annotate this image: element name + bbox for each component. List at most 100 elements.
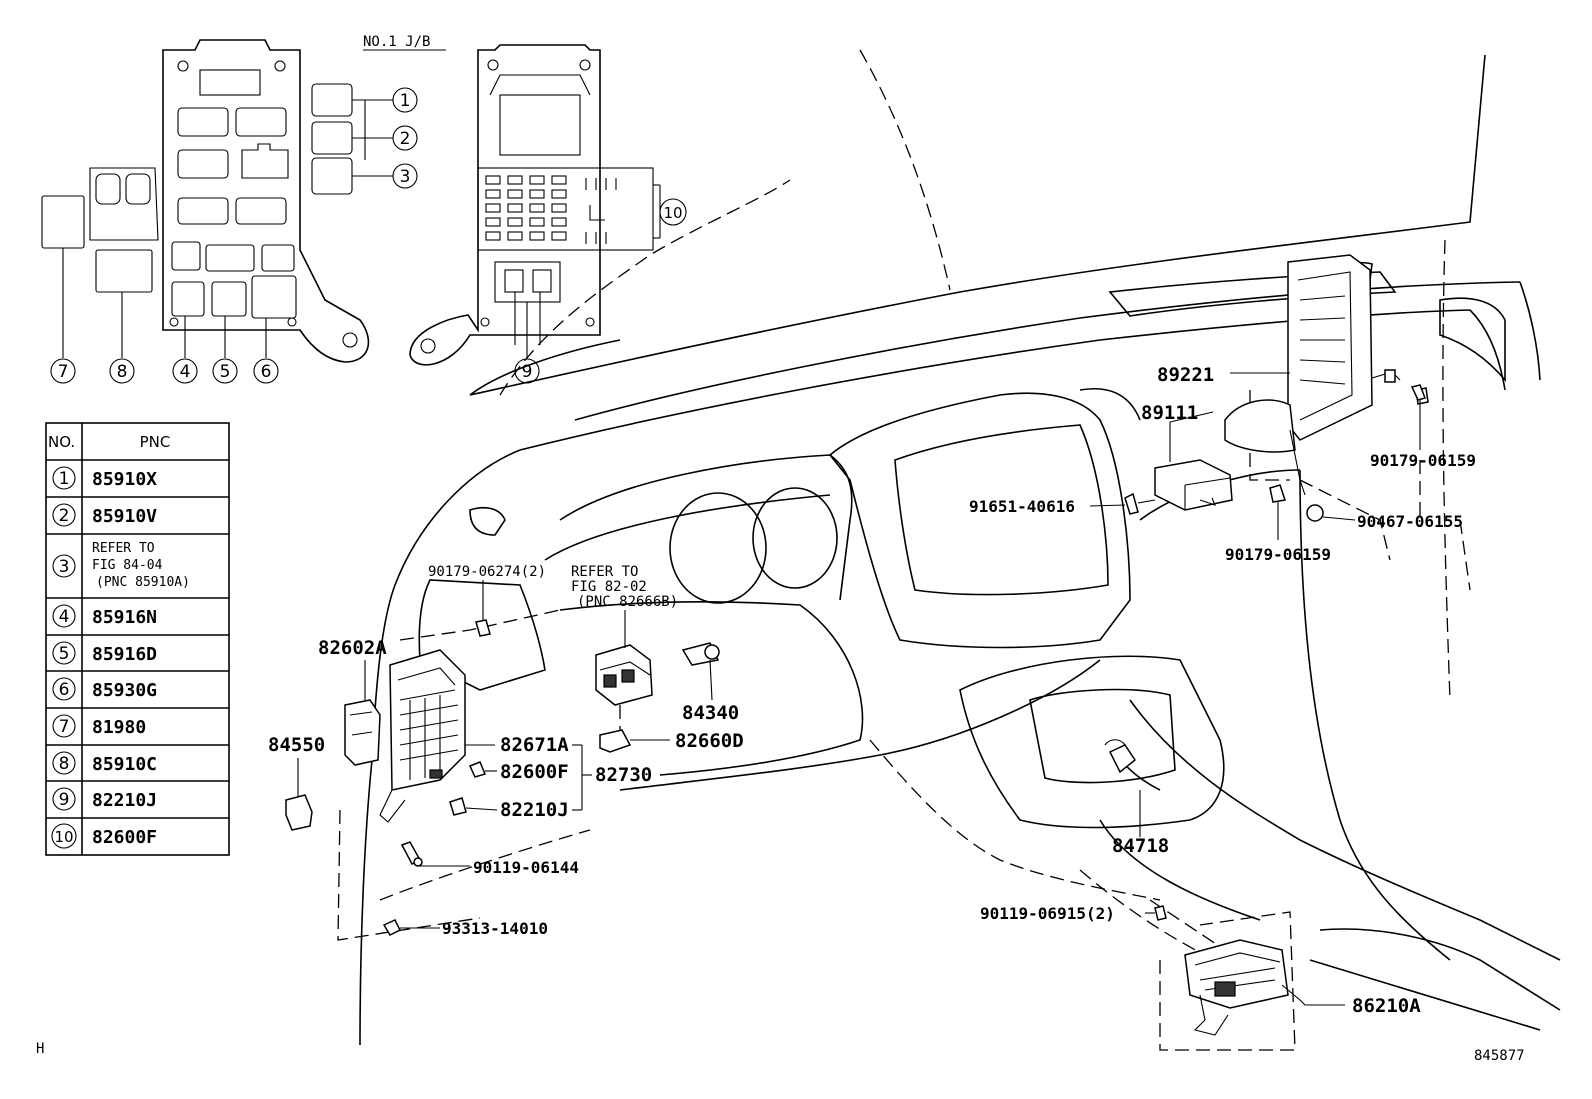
part-90179-06159-nut-top [1410, 384, 1426, 450]
svg-text:82210J: 82210J [92, 790, 157, 811]
part-84340-switch [681, 642, 720, 701]
svg-text:85910X: 85910X [92, 469, 157, 490]
svg-text:85910V: 85910V [92, 506, 157, 527]
table-header-pnc: PNC [140, 433, 171, 451]
part-90119-06144-bolt [400, 841, 470, 867]
jb-header: NO.1 J/B [363, 34, 430, 50]
table-row: 7 81980 [52, 714, 146, 738]
callout-2: 2 [392, 125, 418, 151]
label-90179-06159: 90179-06159 [1225, 545, 1331, 564]
table-row: 5 85916D [52, 641, 157, 665]
label-82671A: 82671A [500, 734, 569, 756]
svg-text:2: 2 [59, 506, 70, 526]
svg-text:8: 8 [117, 362, 128, 382]
part-relay-block-82666B [595, 610, 653, 706]
table-row: 10 82600F [51, 823, 157, 849]
jb-callout-leaders [62, 99, 661, 358]
table-row: 4 85916N [52, 604, 157, 628]
label-82660D: 82660D [675, 730, 744, 752]
svg-text:1: 1 [59, 469, 70, 489]
part-93313-14010-clip [382, 919, 440, 936]
label-84718: 84718 [1112, 835, 1169, 857]
part-89111-module [1154, 411, 1233, 511]
label-90179-06159-top: 90179-06159 [1370, 451, 1476, 470]
svg-text:82600F: 82600F [92, 827, 157, 848]
label-90119-06915: 90119-06915(2) [980, 904, 1115, 923]
part-90119-06915-bolt [1145, 905, 1167, 921]
svg-text:85916D: 85916D [92, 644, 157, 665]
label-90179-06274: 90179-06274(2) [428, 564, 546, 580]
label-93313-14010: 93313-14010 [442, 919, 548, 938]
svg-text:6: 6 [59, 680, 70, 700]
label-84340: 84340 [682, 702, 739, 724]
label-82210J: 82210J [500, 799, 569, 821]
part-90179-06274-nut [475, 580, 491, 637]
pnc-table: NO. PNC 1 85910X 2 85910V 3 REFER TO FIG… [45, 422, 230, 856]
part-82660D-relay [599, 705, 670, 753]
label-82600F: 82600F [500, 761, 569, 783]
corner-letter: H [36, 1041, 44, 1057]
svg-text:REFER TO: REFER TO [92, 541, 155, 556]
junction-block-front-view [41, 39, 370, 363]
svg-text:2: 2 [400, 129, 411, 149]
part-junction-block-assembly [379, 649, 495, 823]
callout-8: 8 [109, 358, 135, 384]
svg-text:4: 4 [59, 607, 70, 627]
table-row: 1 85910X [52, 466, 157, 490]
fuse-grid [485, 175, 617, 244]
callout-7: 7 [50, 358, 76, 384]
part-82600F-fuse [468, 761, 497, 778]
svg-text:9: 9 [59, 790, 70, 810]
svg-text:85910C: 85910C [92, 754, 157, 775]
svg-text:81980: 81980 [92, 717, 146, 738]
svg-text:10: 10 [54, 828, 73, 846]
label-91651-40616: 91651-40616 [969, 497, 1075, 516]
callout-10: 10 [659, 198, 687, 226]
part-84550-switch [285, 758, 313, 831]
svg-text:(PNC 85910A): (PNC 85910A) [96, 575, 190, 590]
svg-text:85916N: 85916N [92, 607, 157, 628]
svg-text:7: 7 [59, 717, 70, 737]
svg-text:1: 1 [400, 91, 411, 111]
figure-id: 845877 [1474, 1048, 1525, 1064]
junction-block-rear-view [409, 44, 654, 366]
table-row: 6 85930G [52, 677, 157, 701]
label-90467-06155: 90467-06155 [1357, 512, 1463, 531]
part-86210A-module [1184, 939, 1345, 1036]
svg-text:3: 3 [59, 557, 70, 577]
table-row: 3 REFER TO FIG 84-04 (PNC 85910A) [52, 541, 190, 590]
part-90467-06155-clip [1306, 504, 1356, 522]
callout-9: 9 [514, 358, 540, 384]
svg-text:5: 5 [59, 644, 70, 664]
label-89221: 89221 [1157, 364, 1214, 386]
svg-text:5: 5 [220, 362, 231, 382]
label-86210A: 86210A [1352, 995, 1421, 1017]
svg-text:FIG 84-04: FIG 84-04 [92, 558, 163, 573]
svg-text:8: 8 [59, 754, 70, 774]
label-84550: 84550 [268, 734, 325, 756]
callout-4: 4 [172, 358, 198, 384]
label-89111: 89111 [1141, 402, 1198, 424]
label-90119-06144: 90119-06144 [473, 858, 579, 877]
ref-fig-82-02-line3: (PNC 82666B) [577, 594, 678, 610]
ref-fig-82-02-line1: REFER TO [571, 564, 638, 580]
part-82602A-bracket [344, 660, 381, 766]
part-90179-06159-nut [1269, 484, 1286, 540]
table-row: 8 85910C [52, 751, 157, 775]
svg-text:9: 9 [522, 362, 533, 382]
label-82730: 82730 [595, 764, 652, 786]
dashboard-outline [337, 49, 1561, 1051]
part-91651-40616-bolt [1089, 492, 1156, 515]
callout-5: 5 [212, 358, 238, 384]
table-row: 2 85910V [52, 503, 157, 527]
part-84718-switch [1104, 739, 1141, 837]
svg-text:3: 3 [400, 167, 411, 187]
callout-1: 1 [392, 87, 418, 113]
svg-text:4: 4 [180, 362, 191, 382]
svg-text:6: 6 [261, 362, 272, 382]
label-82602A: 82602A [318, 637, 387, 659]
part-82210J-relay [449, 797, 498, 816]
table-header-no: NO. [48, 433, 75, 451]
svg-text:7: 7 [58, 362, 69, 382]
